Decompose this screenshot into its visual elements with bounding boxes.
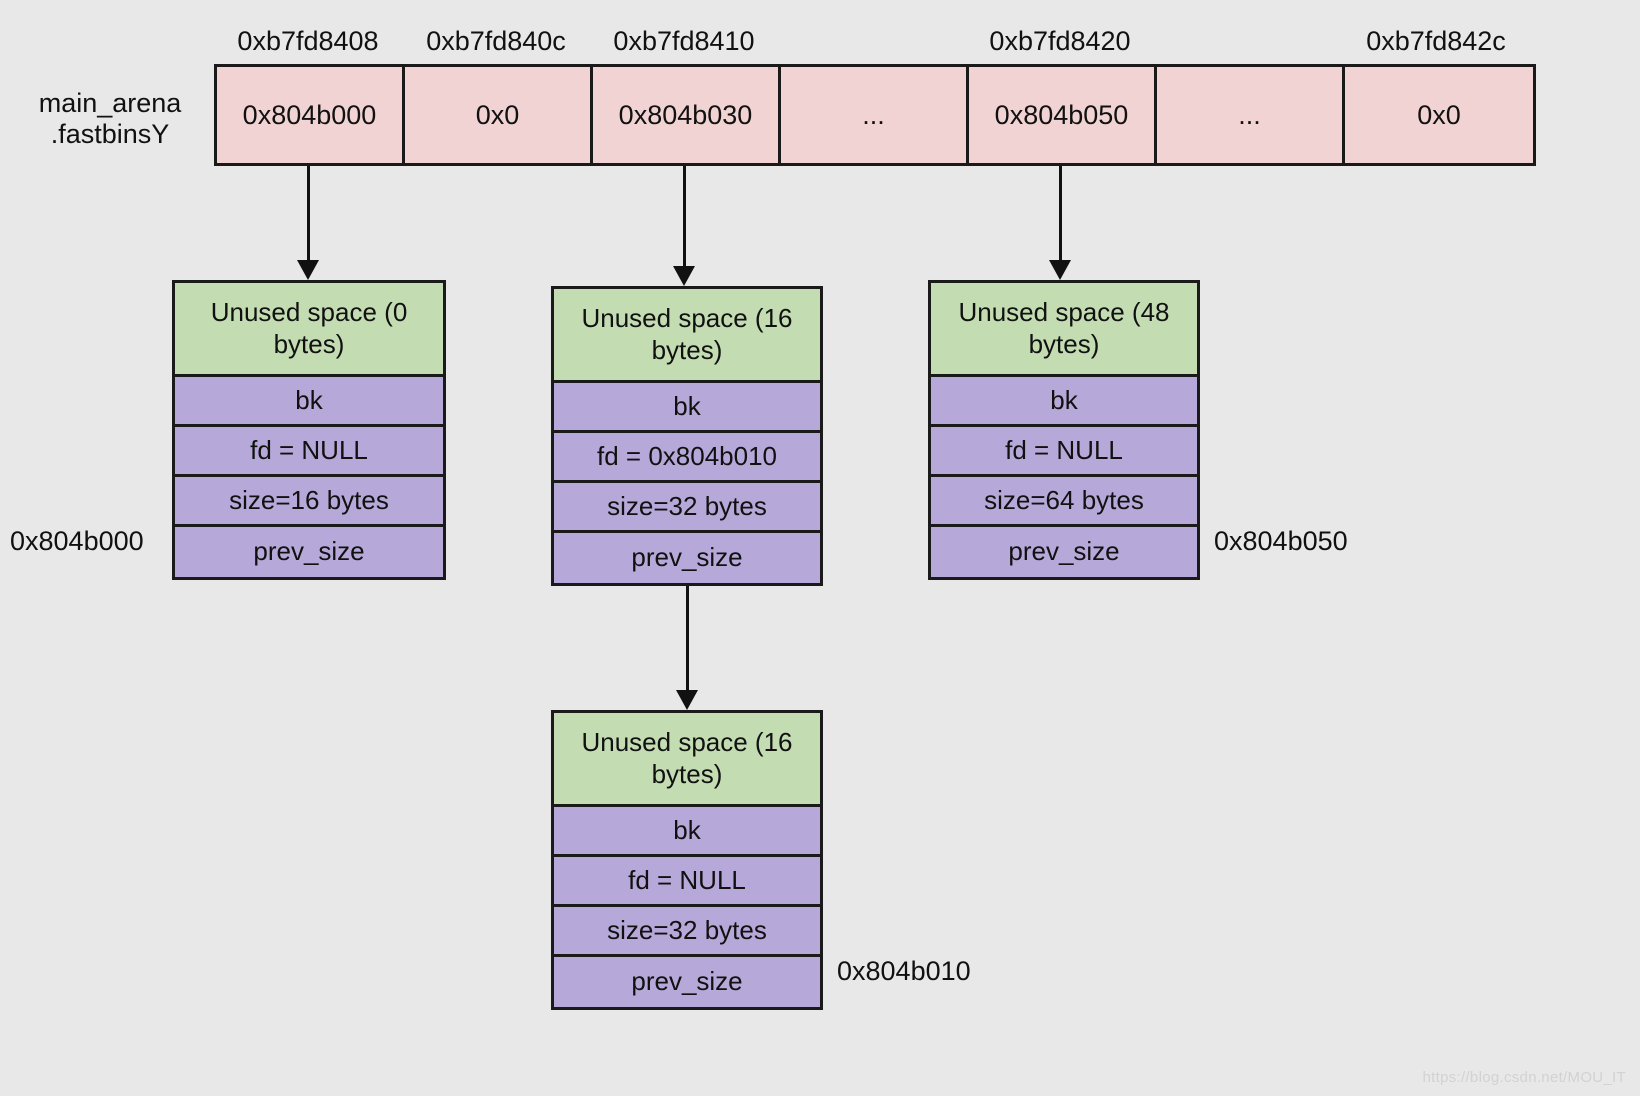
chunk-row-text: size=32 bytes	[607, 914, 767, 945]
chunk-address-caption: 0x804b010	[837, 956, 971, 986]
chunk-row-prev_size: prev_size	[554, 957, 820, 1007]
address-tick: 0xb7fd8408	[237, 26, 379, 56]
chunk-row-bk: bk	[931, 377, 1197, 427]
chunk-row-text: bk	[673, 814, 701, 845]
chunk-row-text: prev_size	[1008, 536, 1120, 567]
chunk-row-size: size=64 bytes	[931, 477, 1197, 527]
chunk-row-text: prev_size	[253, 536, 365, 567]
fastbins-label: main_arena .fastbinsY	[20, 88, 200, 150]
arrow-head-icon	[676, 690, 698, 710]
chunk-row-fd: fd = NULL	[554, 857, 820, 907]
arrow-head-icon	[297, 260, 319, 280]
chunk-row-fd: fd = NULL	[931, 427, 1197, 477]
arrow-head-icon	[1049, 260, 1071, 280]
chunk-row-prev_size: prev_size	[554, 533, 820, 583]
chunk-0x804b010: Unused space (16 bytes) bk fd = NULL size=3…	[551, 710, 823, 1010]
arrow-head-icon	[673, 266, 695, 286]
chunk-row-size: size=32 bytes	[554, 907, 820, 957]
chunk-0x804b050: Unused space (48 bytes) bk fd = NULL size=6…	[928, 280, 1200, 580]
chunk-row-text: fd = NULL	[250, 434, 368, 465]
fastbin-cell-value: 0x0	[475, 99, 520, 130]
chunk-row-fd: fd = 0x804b010	[554, 433, 820, 483]
chunk-row-text: bk	[1050, 384, 1078, 415]
chunk-row-text: Unused space (16 bytes)	[581, 727, 793, 789]
fastbin-cell-3[interactable]: ...	[781, 67, 969, 163]
fastbin-cell-5[interactable]: ...	[1157, 67, 1345, 163]
chunk-row-unused-space: Unused space (16 bytes)	[554, 289, 820, 383]
chunk-row-prev_size: prev_size	[175, 527, 443, 577]
fastbin-cell-value: 0x0	[1417, 99, 1461, 130]
chunk-row-unused-space: Unused space (0 bytes)	[175, 283, 443, 377]
fastbin-cell-value: ...	[862, 99, 885, 130]
fastbin-cell-0[interactable]: 0x804b000	[217, 67, 405, 163]
address-tick: 0xb7fd840c	[426, 26, 566, 56]
chunk-row-text: size=32 bytes	[607, 490, 767, 521]
chunk-row-unused-space: Unused space (16 bytes)	[554, 713, 820, 807]
chunk-0x804b030: Unused space (16 bytes) bk fd = 0x804b010 s…	[551, 286, 823, 586]
arrow-line	[682, 166, 686, 270]
chunk-address-caption: 0x804b000	[10, 526, 144, 556]
fastbin-cell-value: 0x804b000	[242, 99, 377, 130]
chunk-row-text: bk	[295, 384, 323, 415]
chunk-row-text: size=64 bytes	[984, 484, 1144, 515]
fastbins-label-line2: .fastbinsY	[50, 119, 170, 150]
fastbin-cell-value: 0x804b050	[994, 99, 1129, 130]
chunk-row-bk: bk	[554, 807, 820, 857]
chunk-row-fd: fd = NULL	[175, 427, 443, 477]
chunk-row-text: prev_size	[631, 966, 743, 997]
chunk-row-text: fd = NULL	[1005, 434, 1123, 465]
chunk-row-prev_size: prev_size	[931, 527, 1197, 577]
chunk-row-text: Unused space (16 bytes)	[581, 303, 793, 365]
address-tick: 0xb7fd8420	[989, 26, 1131, 56]
fastbin-cell-value: ...	[1238, 99, 1261, 130]
chunk-row-text: fd = NULL	[628, 864, 746, 895]
fastbin-cell-2[interactable]: 0x804b030	[593, 67, 781, 163]
arrow-line	[685, 580, 689, 694]
arrow-line	[1058, 166, 1062, 264]
chunk-row-text: Unused space (0 bytes)	[210, 297, 408, 359]
chunk-row-text: Unused space (48 bytes)	[958, 297, 1170, 359]
chunk-row-text: prev_size	[631, 542, 743, 573]
watermark: https://blog.csdn.net/MOU_IT	[1422, 1069, 1626, 1086]
chunk-address-caption: 0x804b050	[1214, 526, 1348, 556]
chunk-row-text: fd = 0x804b010	[597, 440, 777, 471]
fastbin-cell-1[interactable]: 0x0	[405, 67, 593, 163]
fastbin-cell-6[interactable]: 0x0	[1345, 67, 1533, 163]
chunk-row-text: bk	[673, 390, 701, 421]
fastbin-cell-4[interactable]: 0x804b050	[969, 67, 1157, 163]
address-tick: 0xb7fd842c	[1366, 26, 1506, 56]
chunk-row-size: size=32 bytes	[554, 483, 820, 533]
chunk-row-unused-space: Unused space (48 bytes)	[931, 283, 1197, 377]
fastbins-table: 0x804b000 0x0 0x804b030... 0x804b050... 0x0	[214, 64, 1536, 166]
fastbins-label-line1: main_arena	[38, 88, 182, 118]
fastbin-cell-value: 0x804b030	[618, 99, 753, 130]
chunk-row-bk: bk	[554, 383, 820, 433]
chunk-row-size: size=16 bytes	[175, 477, 443, 527]
arrow-line	[306, 166, 310, 264]
chunk-row-text: size=16 bytes	[229, 484, 389, 515]
address-tick: 0xb7fd8410	[613, 26, 755, 56]
chunk-row-bk: bk	[175, 377, 443, 427]
chunk-0x804b000: Unused space (0 bytes) bk fd = NULL size=16…	[172, 280, 446, 580]
